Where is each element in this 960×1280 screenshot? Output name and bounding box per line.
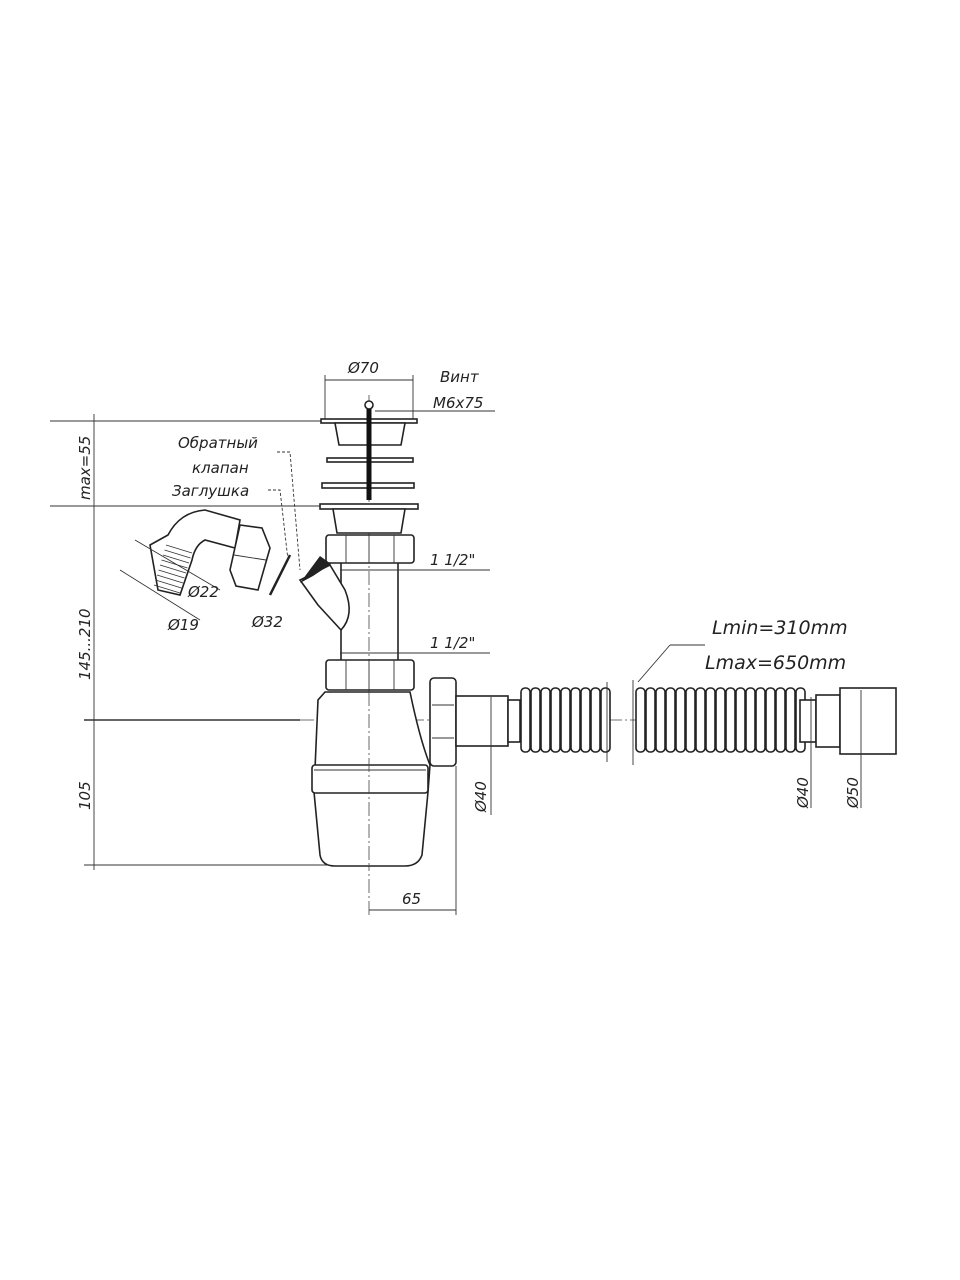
hose-corrugation xyxy=(735,687,746,753)
hose-corrugation xyxy=(600,687,611,753)
hose-corrugation xyxy=(765,687,776,753)
hose-corrugation xyxy=(540,687,551,753)
thread-dimensions: 1 1/2" 1 1/2" xyxy=(340,551,490,654)
connector-rib xyxy=(155,579,182,589)
max55-label: max=55 xyxy=(76,436,94,500)
hose-corrugation xyxy=(785,687,796,753)
hose-corrugation xyxy=(570,687,581,753)
height-145-210-label: 145...210 xyxy=(76,608,94,680)
hose-corrugation xyxy=(665,687,676,753)
connector-rib xyxy=(156,574,184,584)
hose-corrugation xyxy=(695,687,706,753)
hose-corrugation xyxy=(530,687,541,753)
lmax-label: Lmax=650mm xyxy=(705,652,846,674)
hose-corrugation xyxy=(715,687,726,753)
width-65-label: 65 xyxy=(402,890,421,908)
connector-rib xyxy=(162,554,190,564)
hose-corrugation xyxy=(520,687,531,753)
hose-corrugation xyxy=(705,687,716,753)
connector-rib xyxy=(165,544,193,554)
screw-label-1: Винт xyxy=(440,368,480,386)
hose-corrugation xyxy=(685,687,696,753)
hose-corrugation xyxy=(550,687,561,753)
end-d40-label: Ø40 xyxy=(794,777,812,809)
connector-rib xyxy=(161,559,188,569)
check-valve-label-1: Обратный xyxy=(178,434,258,452)
hose-corrugation xyxy=(645,687,656,753)
hose-corrugation xyxy=(675,687,686,753)
lmin-label: Lmin=310mm xyxy=(712,617,848,639)
screw-label-2: M6x75 xyxy=(433,394,483,412)
check-valve-label-2: клапан xyxy=(192,459,249,477)
d70-label: Ø70 xyxy=(347,359,379,377)
hose-corrugation xyxy=(725,687,736,753)
hose-corrugation xyxy=(745,687,756,753)
thread-bottom-label: 1 1/2" xyxy=(430,634,475,652)
hose-corrugation xyxy=(560,687,571,753)
end-d50-label: Ø50 xyxy=(844,777,862,809)
outlet-hose: Lmin=310mm Lmax=650mm Ø40 65 Ø40 Ø50 xyxy=(369,617,897,915)
connector-rib xyxy=(164,549,191,559)
side-connector: Ø22 Ø19 Ø32 Обратный клапан Заглушка xyxy=(119,434,301,634)
height-dimensions: max=55 145...210 105 xyxy=(50,414,330,870)
hose-corrugation xyxy=(590,687,601,753)
outlet-d40-label: Ø40 xyxy=(472,781,490,813)
connector-rib xyxy=(153,584,181,594)
connector-rib xyxy=(158,569,185,579)
connector-rib xyxy=(159,564,187,574)
height-105-label: 105 xyxy=(76,781,94,810)
d22-label: Ø22 xyxy=(187,583,219,601)
plug-label: Заглушка xyxy=(172,482,249,500)
d19-label: Ø19 xyxy=(167,616,199,634)
thread-top-label: 1 1/2" xyxy=(430,551,475,569)
hose-corrugation xyxy=(775,687,786,753)
siphon-body xyxy=(298,534,431,867)
drain-grate: Ø70 Винт M6x75 xyxy=(319,359,495,534)
d32-label: Ø32 xyxy=(251,613,283,631)
hose-corrugation xyxy=(635,687,646,753)
hose-corrugation xyxy=(580,687,591,753)
hose-corrugation xyxy=(755,687,766,753)
hose-corrugation xyxy=(655,687,666,753)
